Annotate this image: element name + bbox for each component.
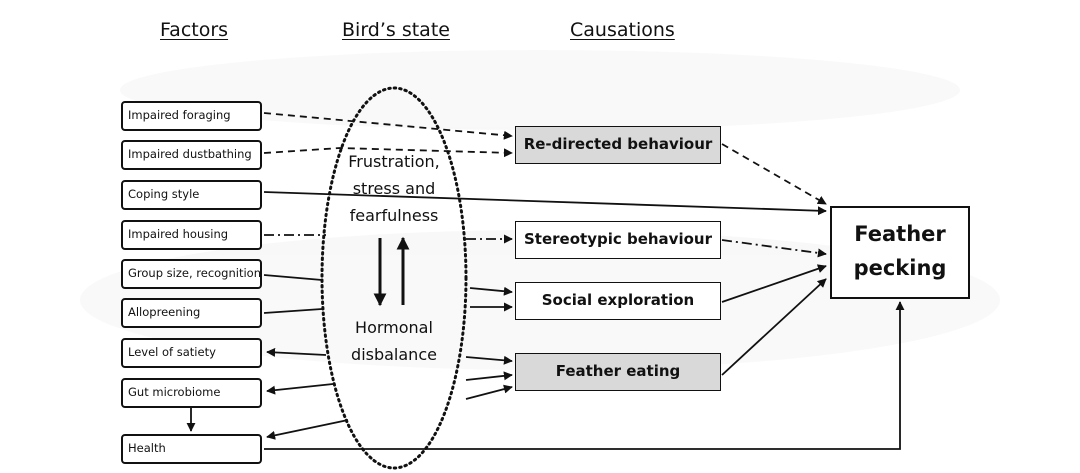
edge-ellipse-satiety	[266, 347, 327, 357]
factor-impaired-dustbathing: Impaired dustbathing	[121, 140, 262, 170]
state-upper-line-1: Frustration,	[348, 152, 440, 171]
edge-ellipse-health	[266, 419, 349, 440]
state-frustration-label: Frustration, stress and fearfulness	[342, 148, 446, 229]
edge-dustbathing-redirected	[263, 147, 513, 158]
header-causations: Causations	[570, 19, 675, 41]
factor-level-of-satiety: Level of satiety	[121, 338, 262, 368]
state-lower-line-1: Hormonal	[355, 318, 433, 337]
edge-ellipse-feathereat-2	[465, 371, 513, 381]
factor-impaired-housing: Impaired housing	[121, 220, 262, 250]
header-factors: Factors	[160, 19, 229, 41]
edge-ellipse-feathereat-1	[465, 355, 513, 365]
outcome-feather-pecking: Feather pecking	[830, 206, 970, 299]
edge-ellipse-gut	[266, 383, 334, 395]
cause-redirected-behaviour: Re-directed behaviour	[515, 126, 721, 164]
header-birds-state: Bird’s state	[342, 19, 450, 41]
edge-coping-feather-pecking	[263, 191, 827, 216]
state-upper-line-2: stress and	[352, 179, 436, 198]
factor-group-size: Group size, recognition	[121, 259, 262, 289]
state-hormonal-label: Hormonal disbalance	[342, 314, 446, 368]
factor-coping-style: Coping style	[121, 180, 262, 210]
state-lower-line-2: disbalance	[351, 345, 437, 364]
edge-feathereat-pecking	[721, 278, 827, 376]
edge-health-feather-pecking	[264, 301, 905, 450]
factor-allopreening: Allopreening	[121, 298, 262, 328]
factor-impaired-foraging: Impaired foraging	[121, 101, 262, 131]
edge-ellipse-feathereat-3	[465, 384, 513, 400]
edge-social-pecking	[721, 264, 827, 303]
outcome-line-2: pecking	[853, 256, 947, 280]
cause-stereotypic-behaviour: Stereotypic behaviour	[515, 221, 721, 259]
edge-group-ellipse	[263, 274, 323, 281]
factor-gut-microbiome: Gut microbiome	[121, 378, 262, 408]
edge-redirected-pecking	[721, 143, 827, 205]
cause-feather-eating: Feather eating	[515, 353, 721, 391]
edge-foraging-redirected	[263, 112, 513, 140]
cause-social-exploration: Social exploration	[515, 282, 721, 320]
factor-health: Health	[121, 434, 262, 464]
outcome-line-1: Feather	[854, 222, 946, 246]
birds-state-ellipse	[320, 86, 468, 470]
edge-ellipse-social-1	[469, 286, 513, 296]
edge-allopreening-ellipse	[263, 308, 323, 314]
state-upper-line-3: fearfulness	[349, 206, 439, 225]
edge-stereotypic-pecking	[721, 239, 827, 258]
